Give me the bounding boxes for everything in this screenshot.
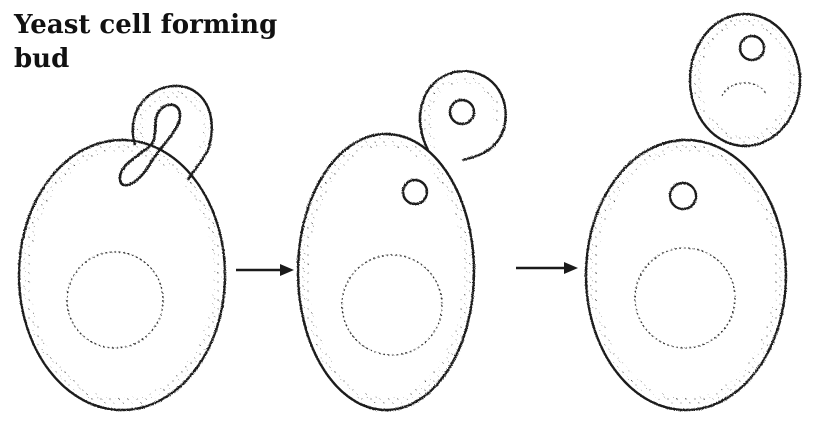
stage-3-daughter-vacuole [721, 82, 767, 97]
stage-3-daughter-cell-stipple [693, 17, 797, 143]
stage-1-bud-wall [131, 84, 213, 181]
stage-3-daughter-nucleus [738, 34, 766, 62]
arrow-right-icon [236, 264, 294, 276]
stage-2-cell-group [296, 70, 507, 412]
title-line-1: Yeast cell forming [14, 10, 278, 40]
stage-1-dividing-nucleus [118, 103, 182, 187]
stage-2-bud-wall [419, 70, 507, 162]
stage-3-vacuole [634, 247, 736, 349]
stage-1-vacuole [66, 251, 164, 349]
stage-1-mother-cell-stipple [22, 144, 222, 406]
stage-1-cell-group [17, 84, 227, 412]
stage-2-mother-cell-stipple [301, 138, 471, 406]
stage-3-mother-cell [584, 138, 788, 412]
stage-1-bud-stipple [136, 90, 209, 150]
stage-2-mother-nucleus [401, 178, 429, 206]
title-line-2: bud [14, 44, 70, 74]
stage-2-vacuole [341, 254, 443, 356]
stage-2-bud-nucleus [448, 98, 476, 126]
stage-2-bud-stipple [423, 76, 501, 150]
stage-3-mother-cell-stipple [589, 144, 783, 406]
arrow-right-icon [516, 262, 578, 274]
stage-3-mother-nucleus [668, 181, 698, 211]
diagram-title: Yeast cell forming bud [14, 8, 314, 76]
stage-3-daughter-cell [688, 12, 802, 148]
stage-3-cell-group [584, 12, 802, 412]
stage-2-mother-cell [296, 132, 476, 412]
stage-1-mother-cell [17, 138, 227, 412]
